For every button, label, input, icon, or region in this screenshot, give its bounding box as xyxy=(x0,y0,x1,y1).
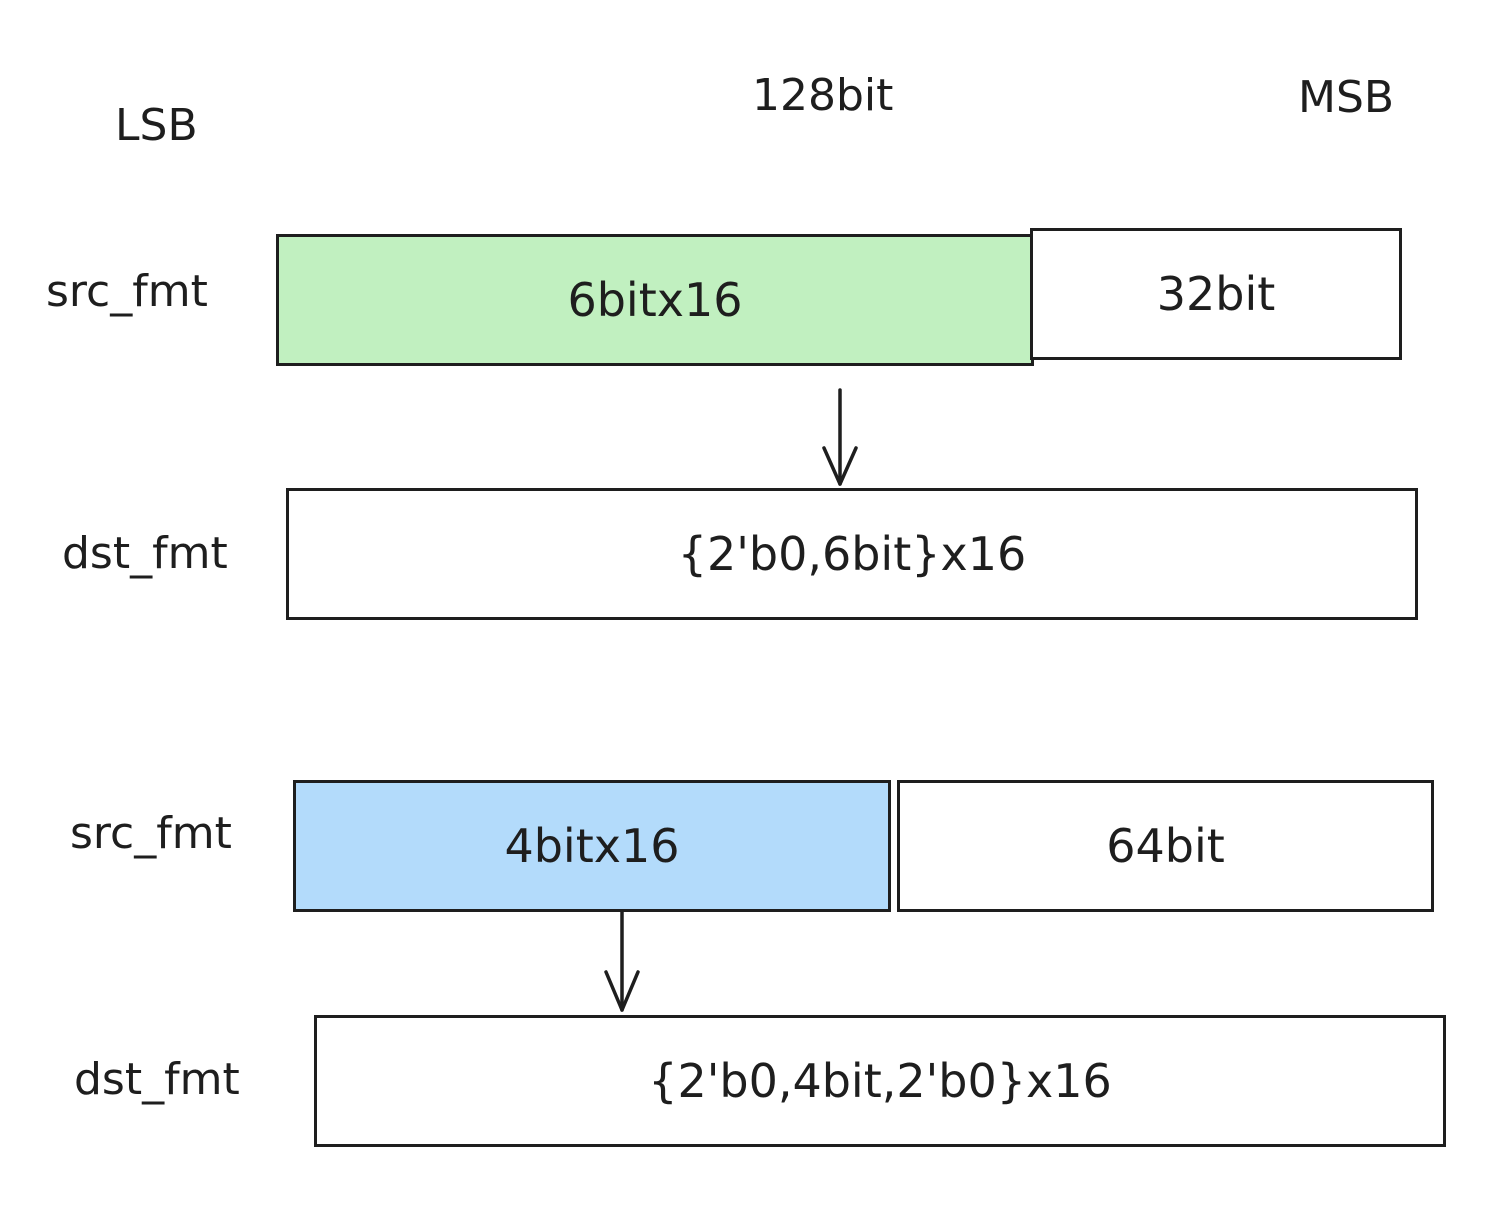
case2-dst-field: {2'b0,4bit,2'b0}x16 xyxy=(314,1015,1446,1147)
case1-src-field-data: 6bitx16 xyxy=(276,234,1034,366)
case1-src-field-pad-text: 32bit xyxy=(1156,267,1276,321)
case1-src-field-data-text: 6bitx16 xyxy=(567,273,743,327)
case2-src-field-pad: 64bit xyxy=(897,780,1434,912)
case2-src-label: src_fmt xyxy=(70,808,232,859)
case2-src-field-data-text: 4bitx16 xyxy=(504,819,680,873)
case2-src-field-pad-text: 64bit xyxy=(1106,819,1225,873)
case1-dst-field-text: {2'b0,6bit}x16 xyxy=(677,527,1027,581)
case1-src-field-pad: 32bit xyxy=(1030,228,1402,360)
case2-dst-field-text: {2'b0,4bit,2'b0}x16 xyxy=(648,1054,1112,1108)
down-arrow-icon xyxy=(822,388,858,486)
case1-dst-label: dst_fmt xyxy=(62,528,228,579)
lsb-label: LSB xyxy=(115,100,198,151)
width-title: 128bit xyxy=(752,70,894,121)
case1-dst-field: {2'b0,6bit}x16 xyxy=(286,488,1418,620)
case1-src-label: src_fmt xyxy=(46,266,208,317)
case2-src-field-data: 4bitx16 xyxy=(293,780,891,912)
down-arrow-icon xyxy=(604,910,640,1012)
msb-label: MSB xyxy=(1298,72,1395,123)
case2-dst-label: dst_fmt xyxy=(74,1054,240,1105)
